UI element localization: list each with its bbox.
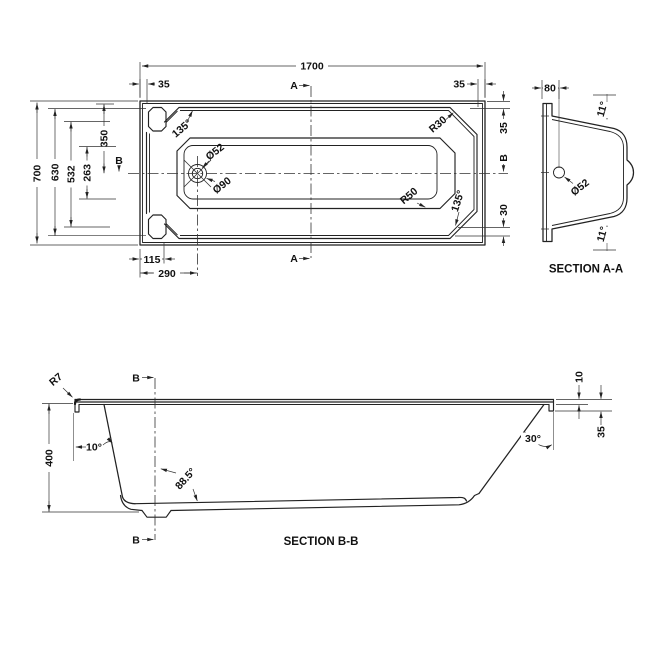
dim-edge-inset-left: 35 — [158, 79, 170, 91]
corner-pad-bottom — [147, 214, 167, 240]
overflow-hole — [553, 166, 565, 179]
section-aa-view: 80 Ø52 11° 11° SECTION A-A — [532, 80, 635, 276]
dim-step-right-side: 30 — [498, 204, 510, 216]
dim-overall-width: 700 — [32, 165, 44, 183]
dim-rim-width: 630 — [50, 163, 62, 181]
label-waste-diameter: Ø52 — [204, 141, 227, 163]
plan-view: 1700 35 35 700 630 532 — [30, 61, 510, 280]
label-corner-angle-foot: 135° — [449, 189, 467, 213]
label-floor-angle: 88.5° — [173, 466, 198, 492]
label-head-wall-angle: 10° — [86, 442, 102, 454]
label-wall-angle-bottom: 11° — [595, 225, 611, 243]
dim-waste-center-offset: 290 — [158, 268, 176, 280]
section-bb-title: SECTION B-B — [284, 536, 359, 548]
dim-depth: 400 — [44, 449, 56, 467]
dim-inner-width: 532 — [66, 165, 78, 183]
label-corner-angle-head: 135° — [170, 117, 194, 140]
dim-length: 1700 — [300, 61, 324, 73]
dim-rim-thickness: 10 — [574, 371, 586, 383]
dim-rim-edge-drop: 35 — [596, 426, 608, 438]
section-marker-a-top: A — [290, 80, 298, 92]
label-radius-floor-corner: R50 — [398, 185, 421, 207]
marker-b-top: B — [132, 373, 140, 385]
dim-edge-inset-right-top: 35 — [453, 79, 465, 91]
dim-floor-width: 263 — [82, 164, 94, 182]
label-foot-wall-angle: 30° — [525, 433, 541, 445]
label-radius-foot-corner: R30 — [427, 114, 450, 136]
dim-waste-edge-offset: 115 — [144, 254, 161, 266]
dim-edge-inset-right-side: 35 — [498, 122, 510, 134]
section-marker-a-bottom: A — [290, 253, 298, 265]
dim-section-rim-width: 80 — [544, 83, 556, 95]
label-rim-corner-radius: R7 — [47, 371, 65, 389]
label-wall-angle-top: 11° — [595, 100, 611, 118]
corner-pad-top — [147, 106, 167, 132]
section-bb-view: B B 400 R7 10° 88.5° 30° 10 35 — [42, 371, 612, 548]
section-marker-b-left: B — [115, 155, 123, 167]
section-marker-b-right: B — [498, 154, 510, 162]
marker-b-bottom: B — [132, 535, 140, 547]
label-overflow-diameter: Ø52 — [569, 177, 592, 199]
label-waste-flange-diameter: Ø90 — [211, 175, 234, 197]
dim-half-width: 350 — [99, 130, 111, 148]
section-aa-title: SECTION A-A — [549, 264, 623, 276]
